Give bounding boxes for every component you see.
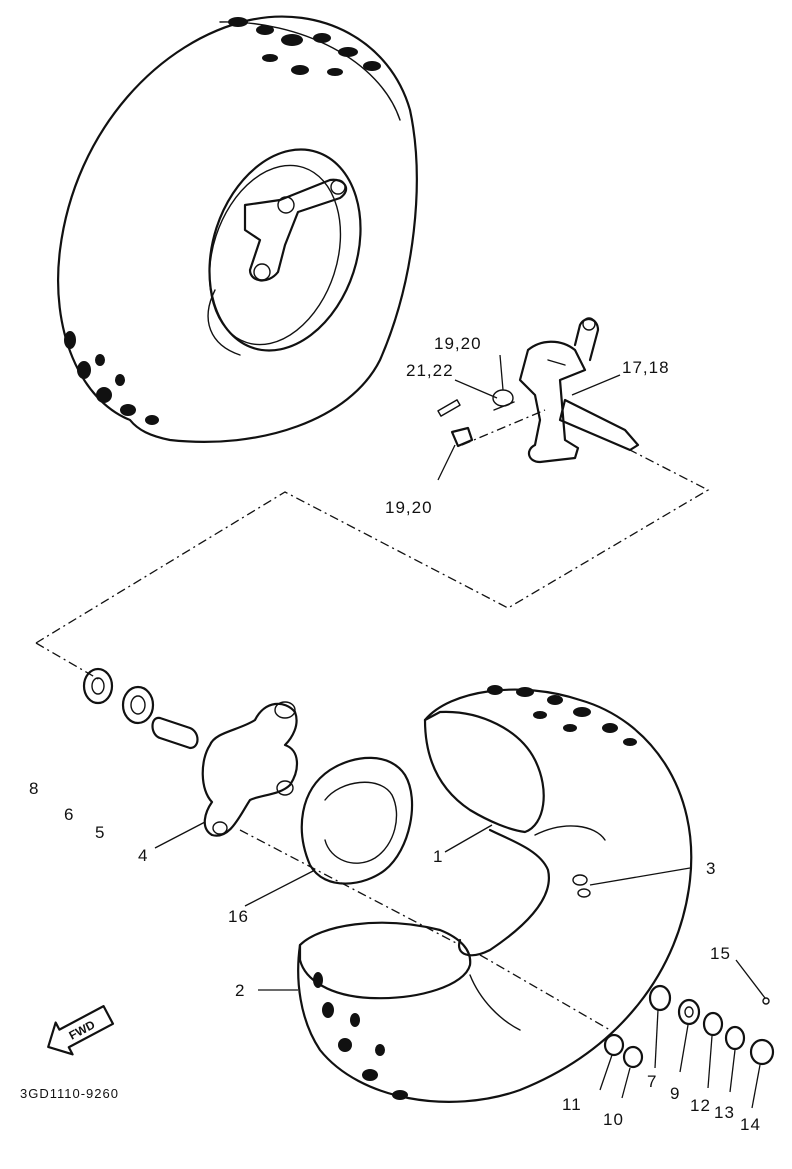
label-19-20-lower: 19,20 bbox=[385, 498, 433, 517]
label-14: 14 bbox=[740, 1115, 761, 1134]
label-4: 4 bbox=[138, 846, 148, 865]
label-17-18: 17,18 bbox=[622, 358, 670, 377]
label-16: 16 bbox=[228, 907, 249, 926]
hub-parts bbox=[82, 667, 298, 837]
label-5: 5 bbox=[95, 823, 105, 842]
leader-lines bbox=[154, 354, 766, 1109]
fwd-arrow-icon: FWD bbox=[47, 1005, 115, 1056]
assembly-path bbox=[35, 409, 710, 1031]
drawing-code: 3GD1110-9260 bbox=[20, 1086, 119, 1101]
label-10: 10 bbox=[603, 1110, 624, 1129]
label-15: 15 bbox=[710, 944, 731, 963]
hardware-stack bbox=[603, 984, 775, 1069]
label-21-22: 21,22 bbox=[406, 361, 454, 380]
label-9: 9 bbox=[670, 1084, 680, 1103]
label-6: 6 bbox=[64, 805, 74, 824]
label-12: 12 bbox=[690, 1096, 711, 1115]
assembled-wheel bbox=[56, 15, 418, 443]
label-8: 8 bbox=[29, 779, 39, 798]
split-wheel bbox=[297, 685, 693, 1103]
label-2: 2 bbox=[235, 981, 245, 1000]
fwd-label: FWD bbox=[67, 1017, 98, 1042]
label-1: 1 bbox=[433, 847, 443, 866]
label-7: 7 bbox=[647, 1072, 657, 1091]
label-3: 3 bbox=[706, 859, 716, 878]
label-11: 11 bbox=[562, 1095, 582, 1114]
callout-labels: 19,20 21,22 17,18 19,20 8 6 5 4 1 3 16 2… bbox=[29, 334, 761, 1134]
label-19-20-upper: 19,20 bbox=[434, 334, 482, 353]
label-13: 13 bbox=[714, 1103, 735, 1122]
